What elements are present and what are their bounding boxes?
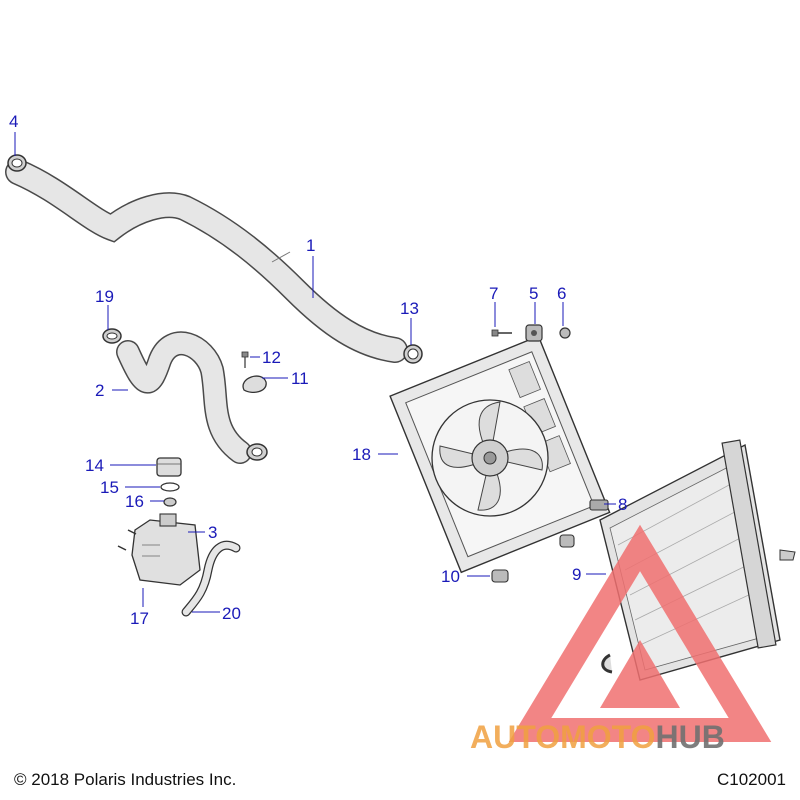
reservoir-cap-14 [156, 457, 182, 477]
mount-grommet [559, 534, 575, 548]
callout-3: 3 [208, 523, 217, 542]
callout-6: 6 [557, 284, 566, 303]
callout-11: 11 [291, 369, 309, 388]
callout-18: 18 [352, 445, 371, 464]
callout-5: 5 [529, 284, 538, 303]
leader-lines [14, 132, 616, 613]
mount-8 [589, 499, 609, 511]
callout-9: 9 [572, 565, 581, 584]
callout-8: 8 [618, 495, 627, 514]
copyright-text: © 2018 Polaris Industries Inc. [14, 770, 237, 789]
cooling-fan [431, 399, 549, 517]
watermark-text-part1: AUTOMOTO [470, 719, 655, 755]
hose-clamp-13 [403, 344, 423, 364]
callout-17: 17 [130, 609, 149, 628]
watermark-logo [508, 524, 772, 742]
callout-7: 7 [489, 284, 498, 303]
reservoir-screws [117, 529, 137, 551]
mount-10 [491, 569, 509, 583]
nut-6 [559, 327, 571, 339]
radiator-9 [599, 439, 796, 681]
grommet-5 [525, 324, 543, 342]
callout-13: 13 [400, 299, 419, 318]
callout-12: 12 [262, 348, 281, 367]
callout-1: 1 [306, 236, 315, 255]
callout-2: 2 [95, 381, 104, 400]
callout-10: 10 [441, 567, 460, 586]
screw-12 [241, 351, 249, 368]
upper-radiator-hose [5, 159, 408, 363]
seal-ring-15 [160, 482, 180, 492]
callout-15: 15 [100, 478, 119, 497]
bolt-7 [491, 329, 512, 337]
lower-radiator-hose [116, 331, 252, 464]
callout-4: 4 [9, 112, 18, 131]
gasket-16 [163, 497, 177, 507]
hose-clamp-4 [7, 154, 27, 172]
callout-19: 19 [95, 287, 114, 306]
callout-20: 20 [222, 604, 241, 623]
hose-clamp-19 [102, 328, 122, 344]
callouts: 4 1 19 2 13 7 5 6 12 11 14 15 16 3 17 20… [9, 112, 627, 628]
overflow-hose-20 [181, 540, 241, 617]
coolant-reservoir-3 [131, 513, 201, 586]
hose-clamp-lower [246, 443, 268, 461]
watermark-text-part2: HUB [655, 719, 724, 755]
hose-clip-11 [242, 375, 267, 393]
callout-16: 16 [125, 492, 144, 511]
drawing-code: C102001 [716, 770, 786, 789]
watermark-text: AUTOMOTOHUB [470, 719, 725, 755]
callout-14: 14 [85, 456, 104, 475]
